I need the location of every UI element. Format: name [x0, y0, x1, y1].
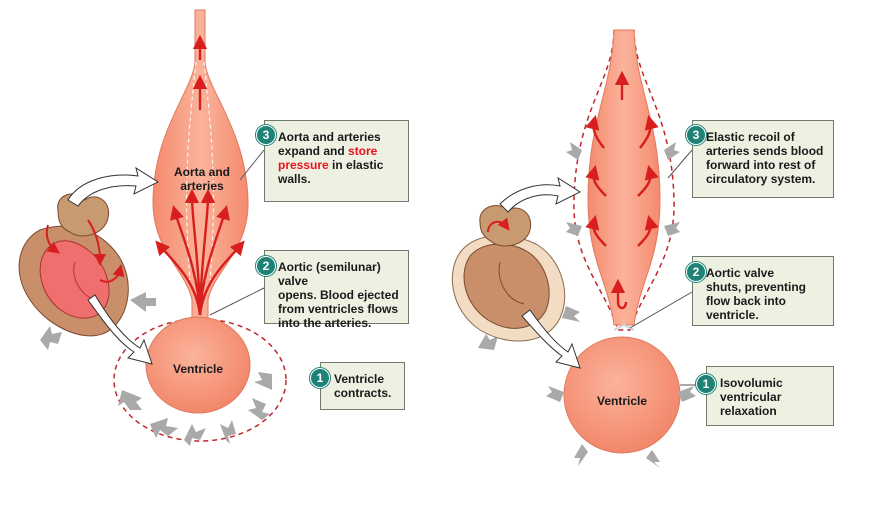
callout-text: into the arteries. — [278, 316, 372, 330]
callout-text: flow back into — [706, 294, 787, 308]
callout-text: from ventricles flows — [278, 302, 399, 316]
right-badge-1: 1 — [696, 374, 716, 394]
left-badge-3: 3 — [256, 125, 276, 145]
aorta-label-line1: Aorta and — [173, 165, 230, 179]
right-callout-2: Aortic valve shuts, preventing flow back… — [692, 256, 834, 326]
right-aortic-valve — [613, 323, 635, 331]
callout-text: opens. Blood ejected — [278, 288, 399, 302]
left-blood-flow-arrows — [155, 34, 245, 316]
callout-text: Elastic recoil of — [706, 130, 795, 144]
right-callout-1: Isovolumic ventricular relaxation — [706, 366, 834, 426]
callout-text: walls. — [278, 172, 311, 186]
callout-text: arteries sends blood — [706, 144, 824, 158]
callout-text: circulatory system. — [706, 172, 816, 186]
left-aorta-vessel — [152, 9, 249, 326]
left-badge-2: 2 — [256, 256, 276, 276]
callout-text: Aorta and arteries — [278, 130, 381, 144]
left-callout-3-leader — [239, 149, 265, 181]
right-callout-3-leader — [667, 149, 693, 179]
left-ventricle-label: Ventricle — [172, 362, 224, 376]
callout-text: Aortic (semilunar) valve — [278, 260, 381, 288]
right-heart-illustration — [451, 205, 566, 342]
aorta-label-line2: arteries — [180, 179, 224, 193]
left-heart-illustration — [18, 193, 129, 337]
callout-text: in elastic — [328, 158, 384, 172]
right-callout-3: Elastic recoil of arteries sends blood f… — [692, 120, 834, 198]
callout-text: Ventricle — [334, 372, 385, 386]
callout-text: Aortic valve — [706, 266, 775, 280]
left-callout-2: Aortic (semilunar) valve opens. Blood ej… — [264, 250, 409, 330]
callout-text: ventricular — [720, 390, 782, 404]
right-heart-to-artery-arrow — [499, 176, 582, 213]
callout-text: expand and — [278, 144, 349, 158]
right-callout-2-leader — [629, 291, 693, 329]
callout-text: forward into rest of — [706, 158, 816, 172]
right-ventricle-label: Ventricle — [596, 394, 648, 408]
left-heart-to-ventricle-arrow — [87, 294, 153, 365]
right-badge-2: 2 — [686, 262, 706, 282]
left-callout-2-leader — [209, 287, 265, 316]
left-aorta-label: Aorta and arteries — [156, 165, 248, 193]
callout-highlight: store — [348, 144, 378, 158]
left-pressure-arrows — [40, 292, 272, 446]
left-badge-1: 1 — [310, 368, 330, 388]
callout-text: ventricle. — [706, 308, 759, 322]
right-recoil-arrows — [585, 70, 659, 310]
callout-text: shuts, preventing — [706, 280, 807, 294]
callout-text: Isovolumic — [720, 376, 783, 390]
right-badge-3: 3 — [686, 125, 706, 145]
left-callout-3: Aorta and arteries expand and store pres… — [264, 120, 409, 202]
right-heart-to-ventricle-arrow — [521, 309, 581, 369]
callout-text: relaxation — [720, 404, 777, 418]
left-ventricle-dashed-outline — [113, 318, 287, 442]
left-ventricle-chamber — [145, 316, 251, 414]
callout-text: contracts. — [334, 386, 392, 400]
callout-highlight: pressure — [278, 158, 329, 172]
left-heart-to-aorta-arrow — [67, 166, 160, 207]
left-callout-1: Ventricle contracts. — [320, 362, 405, 410]
